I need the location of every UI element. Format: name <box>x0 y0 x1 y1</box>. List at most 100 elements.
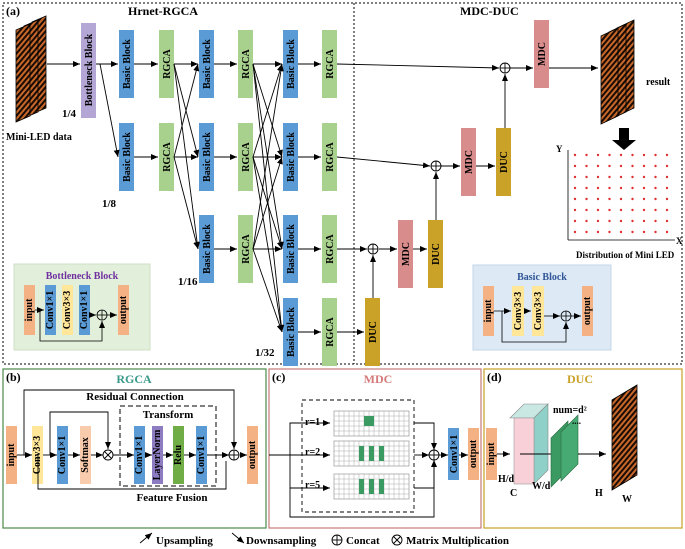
kernel-cell <box>379 484 384 489</box>
rgca-block-label: RGCA <box>325 142 336 172</box>
led-dot <box>654 197 657 201</box>
connector-arrow <box>336 63 500 71</box>
panel-c-tag: (c) <box>272 370 285 384</box>
led-dot <box>573 208 577 212</box>
rgca-block-label: RGCA <box>241 142 252 172</box>
connector-arrow <box>252 248 283 333</box>
led-dot <box>654 219 657 223</box>
led-dot <box>642 230 646 234</box>
rgca-conv3x3-block-label: Conv3×3 <box>32 436 43 474</box>
led-dot <box>619 208 623 212</box>
bottleneck-inset: Bottleneck Block input Conv1×1 Conv3×3 C… <box>13 263 151 351</box>
led-dot <box>573 219 577 223</box>
led-dot <box>619 186 623 190</box>
led-dot <box>631 175 634 179</box>
led-dot <box>585 230 588 234</box>
rgca-layernorm-block-label: LayerNorm <box>152 429 163 480</box>
rgca-relu-block <box>173 426 184 484</box>
rgca-block-label: RGCA <box>162 142 173 172</box>
led-dot <box>608 153 611 157</box>
mdc-block-label: MDC <box>537 42 548 66</box>
led-dot <box>573 197 577 201</box>
kernel-cell <box>379 451 384 456</box>
inset-conv-label: Conv3×3 <box>513 292 524 330</box>
rgca-block-label: RGCA <box>325 234 336 264</box>
duc-block <box>496 128 511 196</box>
dilation-rate-label: r=1 <box>305 417 320 428</box>
kernel-cell <box>359 479 364 484</box>
led-dot <box>573 164 577 168</box>
rgca-block-label: RGCA <box>325 317 336 347</box>
h-over-d-label: H/d <box>498 474 515 485</box>
rgca-input-block <box>6 426 17 484</box>
basic-block <box>119 30 134 98</box>
basic-block <box>283 298 298 366</box>
rgca-block <box>159 30 174 98</box>
dilation-box <box>301 399 415 513</box>
led-dot <box>665 186 669 190</box>
basic-block <box>199 123 214 191</box>
num-label: num=d² <box>553 405 587 416</box>
basic-block <box>119 123 134 191</box>
concat-icon <box>331 534 343 546</box>
panel-b-wires <box>17 389 247 490</box>
rgca-conv3x3-block <box>32 426 43 484</box>
upsampled-channels: .... <box>550 414 581 488</box>
panel-d-tag: (d) <box>487 370 502 384</box>
basic-block-label: Basic Block <box>122 132 133 182</box>
led-dot <box>619 153 623 157</box>
duc-block-label: DUC <box>368 321 379 343</box>
inset-conv-label: Conv3×3 <box>533 292 544 330</box>
w-over-d-label: W/d <box>532 481 551 492</box>
led-dot <box>585 197 588 201</box>
mdc-output-label: output <box>468 439 479 468</box>
panel-c: (c) MDC r=1r=2r=5 Conv1×1 output <box>268 368 482 529</box>
h-label: H <box>595 488 603 499</box>
connector-arrow <box>99 63 120 158</box>
panel-b: (b) RGCA Residual Connection Transform F… <box>2 368 267 529</box>
led-dot <box>573 175 577 179</box>
basic-block-label: Basic Block <box>202 39 213 89</box>
bottleneck-label: Bottleneck Block <box>84 33 95 106</box>
led-dot <box>665 153 669 157</box>
rgca-block-label: RGCA <box>241 234 252 264</box>
kernel-cell <box>359 446 364 451</box>
led-dot <box>642 175 646 179</box>
input-label: Mini-LED data <box>6 132 72 143</box>
led-dot <box>631 197 634 201</box>
basic-block-label: Basic Block <box>202 132 213 182</box>
connector-arrow <box>336 156 431 169</box>
connector-arrow <box>252 63 285 333</box>
led-dot <box>596 164 600 168</box>
kernel-cell <box>369 489 374 494</box>
rgca-block <box>238 215 253 283</box>
kernel-cell <box>379 456 384 461</box>
dilation-rate-label: r=5 <box>305 480 320 491</box>
rgca-block <box>322 215 337 283</box>
led-dot <box>631 186 634 190</box>
led-dot <box>665 164 669 168</box>
led-dot <box>573 153 577 157</box>
rgca-input-block-label: input <box>6 443 17 466</box>
rgca-conv1x1-block-label: Conv1×1 <box>57 436 68 474</box>
basic-inset-title: Basic Block <box>517 272 567 283</box>
led-dot <box>654 186 657 190</box>
kernel-cell <box>369 456 374 461</box>
rgca-conv1x1-block-label: Conv1×1 <box>196 436 207 474</box>
inset-conv-label: Conv3×3 <box>62 291 73 329</box>
led-dot <box>608 208 611 212</box>
mdc-duc-title: MDC-DUC <box>460 4 519 18</box>
kernel-cell <box>359 489 364 494</box>
led-dot <box>654 153 657 157</box>
led-dot <box>665 175 669 179</box>
led-dot <box>608 164 611 168</box>
transform-box <box>119 405 217 487</box>
duc-input-label: input <box>486 442 497 465</box>
kernel-cell <box>379 446 384 451</box>
panel-c-border <box>268 368 482 529</box>
rgca-output-block <box>247 426 258 484</box>
panel-d-border <box>483 368 683 529</box>
basic-block <box>283 215 298 283</box>
panel-a: (a) Hrnet-RGCA MDC-DUC Mini-LED data Bot… <box>2 2 683 366</box>
